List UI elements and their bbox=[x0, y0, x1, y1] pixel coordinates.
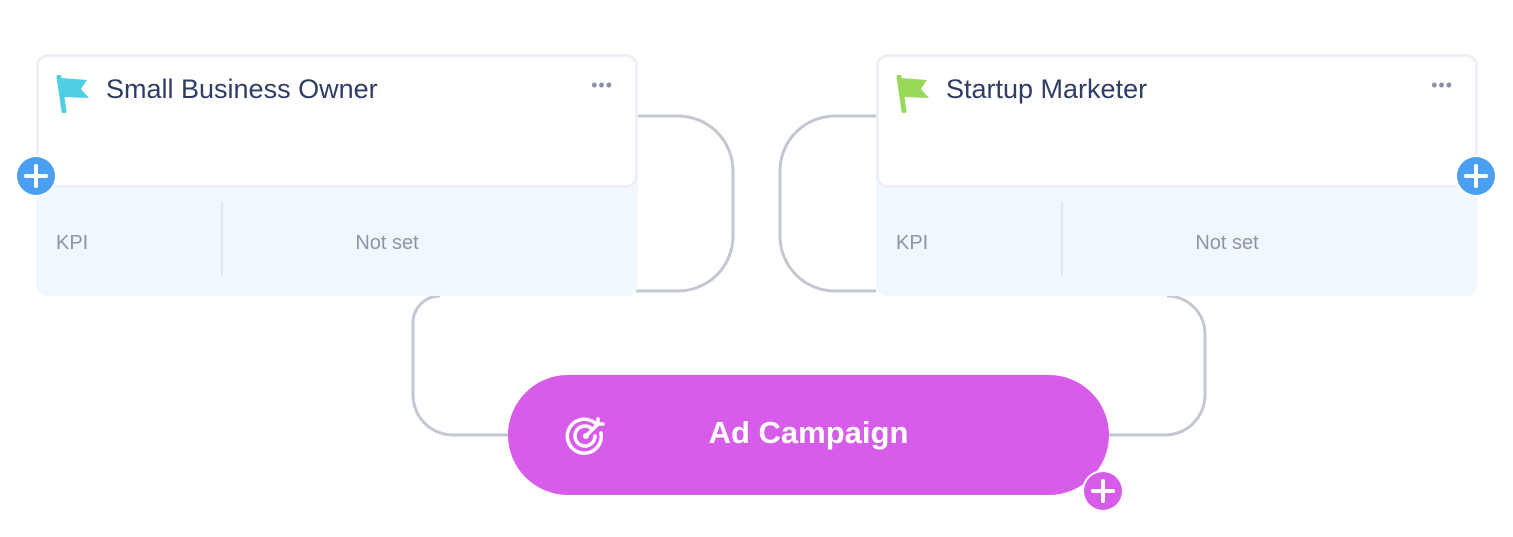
persona-card-startup-marketer[interactable]: Startup Marketer ••• KPI Not set bbox=[876, 54, 1478, 296]
target-icon bbox=[565, 417, 605, 455]
kpi-label: KPI bbox=[56, 232, 89, 254]
target-node-label: Ad Campaign bbox=[708, 415, 909, 450]
card-header: Startup Marketer ••• bbox=[876, 54, 1478, 188]
add-node-button-right[interactable] bbox=[1455, 155, 1497, 197]
flag-icon bbox=[896, 75, 929, 113]
connector-right-bottom bbox=[1108, 294, 1207, 437]
card-title: Small Business Owner bbox=[106, 74, 378, 104]
card-header: Small Business Owner ••• bbox=[36, 54, 638, 188]
plus-icon bbox=[17, 157, 55, 195]
kpi-divider bbox=[221, 202, 223, 276]
kpi-divider bbox=[1061, 202, 1063, 276]
plus-icon bbox=[1457, 157, 1495, 195]
card-title: Startup Marketer bbox=[946, 74, 1148, 104]
kpi-value[interactable]: Not set bbox=[1195, 232, 1259, 254]
kpi-value[interactable]: Not set bbox=[355, 232, 419, 254]
more-horizontal-icon[interactable]: ••• bbox=[591, 75, 613, 95]
connector-left-top bbox=[636, 114, 735, 293]
persona-card-small-business-owner[interactable]: Small Business Owner ••• KPI Not set bbox=[36, 54, 638, 296]
add-node-button-left[interactable] bbox=[15, 155, 57, 197]
connector-left-bottom bbox=[411, 294, 510, 437]
target-node-ad-campaign[interactable]: Ad Campaign bbox=[508, 375, 1109, 495]
kpi-label: KPI bbox=[896, 232, 929, 254]
connector-right-top bbox=[778, 114, 876, 293]
flag-icon bbox=[56, 75, 89, 113]
add-node-button-bottom[interactable] bbox=[1082, 470, 1124, 512]
plus-icon bbox=[1084, 472, 1122, 510]
more-horizontal-icon[interactable]: ••• bbox=[1431, 75, 1453, 95]
